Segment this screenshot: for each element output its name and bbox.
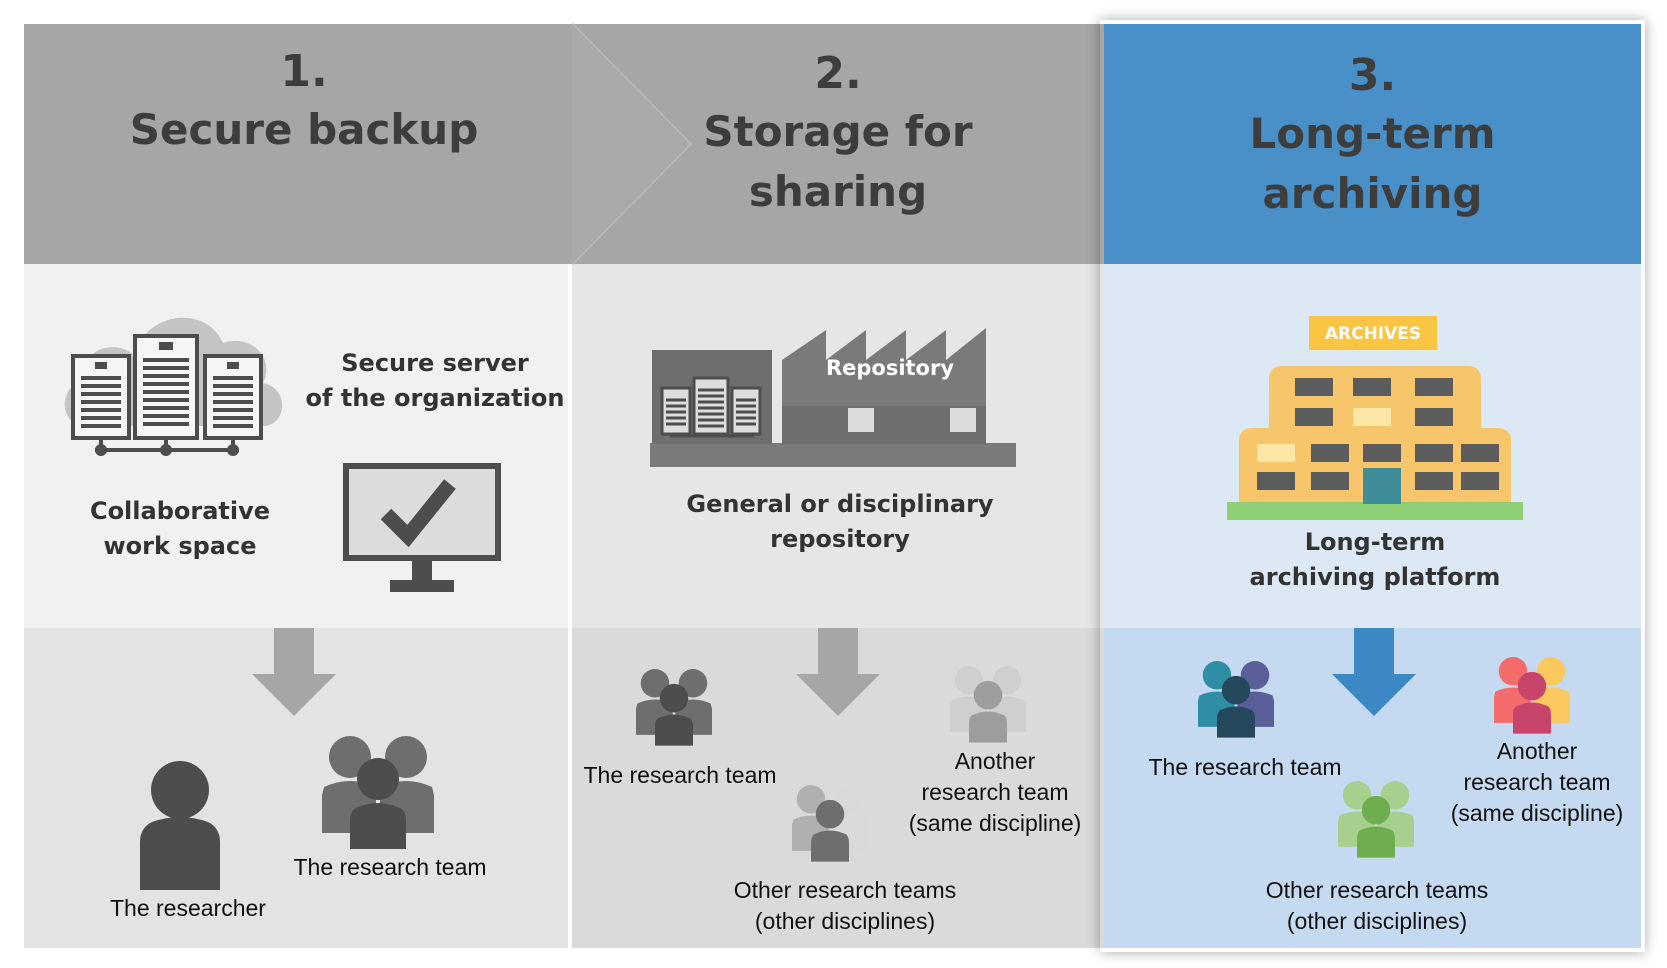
stage-1-header-bg [24,24,572,264]
researcher-icon [140,761,220,890]
same-discipline-team-icon [950,666,1026,743]
server-label: Secure server of the organization [300,346,570,416]
other-disciplines-line-1: Other research teams [1265,877,1489,903]
research-team-label: The research team [583,762,777,788]
same-discipline-line-2: research team [921,779,1069,805]
stage-3-title-line-2: archiving [1262,169,1483,218]
cloud-server-icon [64,317,283,456]
stage-3-title-line-1: Long-term [1249,109,1496,158]
stage-2-number: 2. [814,48,862,99]
research-team-label: The research team [1148,754,1342,780]
stage-1-header: 1. Secure backup [24,44,584,160]
down-arrow-icon [796,628,880,716]
server-label-line-1: Secure server [341,349,529,377]
workspace-label-line-1: Collaborative [89,497,271,525]
research-team-icon [636,669,712,746]
other-disciplines-label: Other research teams (other disciplines) [1232,875,1522,937]
repository-label-line-2: repository [770,525,910,553]
stage-3-header-bg [1104,24,1641,264]
stage-2-title-line-1: Storage for [703,107,973,156]
other-disciplines-line-2: (other disciplines) [1286,908,1468,934]
research-team-label: The research team [293,854,487,880]
server-label-line-2: of the organization [305,384,565,412]
same-discipline-team-icon [1494,657,1570,734]
repository-sign: Repository [825,356,955,380]
archives-building-icon [1227,316,1523,520]
workspace-label: Collaborative work space [60,494,300,564]
archiving-platform-line-1: Long-term [1304,528,1446,556]
stage-1-number: 1. [280,46,328,97]
other-disciplines-team-icon [792,785,868,862]
stage-2-header: 2. Storage for sharing [572,46,1104,222]
repository-label: General or disciplinary repository [650,487,1030,557]
stage-2-title-line-2: sharing [748,167,928,216]
researcher-label: The researcher [110,895,266,921]
other-disciplines-label: Other research teams (other disciplines) [700,875,990,937]
monitor-check-icon [343,463,501,592]
down-arrow-icon [252,628,336,716]
repository-factory-icon [650,328,1016,467]
stage-3-header: 3. Long-term archiving [1104,48,1641,224]
same-discipline-line-1: Another [1496,738,1578,764]
other-disciplines-line-2: (other disciplines) [754,908,936,934]
stage-1-title: Secure backup [129,105,479,154]
same-discipline-line-1: Another [954,748,1036,774]
stage-1-tools-panel [24,264,569,628]
same-discipline-label: Another research team (same discipline) [890,746,1100,839]
archiving-platform-label: Long-term archiving platform [1225,525,1525,595]
repository-label-line-1: General or disciplinary [686,490,994,518]
other-disciplines-line-1: Other research teams [733,877,957,903]
research-team-icon [1198,661,1274,738]
archiving-platform-line-2: archiving platform [1249,563,1501,591]
same-discipline-line-2: research team [1463,769,1611,795]
research-team-icon [322,736,434,849]
down-arrow-icon [1332,628,1416,716]
other-disciplines-team-icon [1338,781,1414,858]
stage-3-number: 3. [1348,50,1397,101]
same-discipline-label: Another research team (same discipline) [1432,736,1642,829]
same-discipline-line-3: (same discipline) [908,810,1082,836]
same-discipline-line-3: (same discipline) [1450,800,1624,826]
archives-sign: ARCHIVES [1324,324,1422,344]
workspace-label-line-2: work space [103,532,257,560]
